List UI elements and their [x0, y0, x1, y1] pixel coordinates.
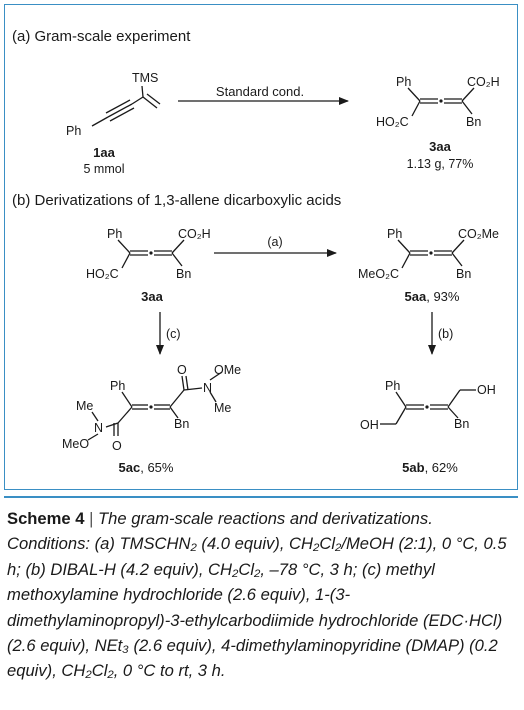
enyne-1aa-structure: [91, 85, 161, 127]
label-ome-5ac: OMe: [214, 363, 241, 377]
label-bn-5ac: Bn: [174, 417, 189, 431]
reaction-scheme: TMS Ph 1aa 5 mmol Standard cond. Ph CO₂H…: [62, 71, 500, 475]
label-ph-1aa: Ph: [66, 124, 81, 138]
compound-5ab-caption: 5ab, 62%: [402, 460, 458, 475]
compound-id-3aa-b: 3aa: [141, 289, 163, 304]
yield-3aa: 1.13 g, 77%: [407, 157, 474, 171]
panel-a-label: (a) Gram-scale experiment: [12, 28, 191, 45]
arrow-label-c: (c): [166, 327, 181, 341]
label-meo2c-5aa: MeO₂C: [358, 267, 399, 281]
caption-title: The gram-scale reactions and derivatizat…: [98, 509, 433, 528]
compound-id-1aa: 1aa: [93, 145, 115, 160]
arrow-label-b: (b): [438, 327, 453, 341]
label-me-left-5ac: Me: [76, 399, 93, 413]
compound-5aa-caption: 5aa, 93%: [405, 289, 460, 304]
label-me-right-5ac: Me: [214, 401, 231, 415]
label-ph-3aa-b: Ph: [107, 227, 122, 241]
label-o-bottom-5ac: O: [112, 439, 122, 453]
label-bn-5ab: Bn: [454, 417, 469, 431]
label-oh-left-5ab: OH: [360, 418, 379, 432]
yield-5ab: , 62%: [425, 460, 459, 475]
label-oh-right-5ab: OH: [477, 383, 496, 397]
label-ph-5ac: Ph: [110, 379, 125, 393]
allene-5aa-structure: [397, 239, 465, 269]
label-meo-5ac: MeO: [62, 437, 89, 451]
compound-id-5aa: 5aa: [405, 289, 427, 304]
label-ho2c-3aa-b: HO₂C: [86, 267, 119, 281]
bis-weinreb-amide-5ac-structure: [87, 371, 223, 441]
label-ho2c-3aa: HO₂C: [376, 115, 409, 129]
label-n-right-5ac: N: [203, 381, 212, 395]
compound-id-5ac: 5ac: [119, 460, 141, 475]
compound-id-3aa: 3aa: [429, 139, 451, 154]
arrow-label-a: (a): [267, 235, 282, 249]
label-co2me-5aa: CO₂Me: [458, 227, 499, 241]
compound-id-5ab: 5ab: [402, 460, 424, 475]
caption-divider: [4, 496, 518, 498]
compound-5ac-caption: 5ac, 65%: [119, 460, 174, 475]
allene-3aa-b-structure: [117, 239, 185, 269]
label-bn-3aa: Bn: [466, 115, 481, 129]
condition-standard: Standard cond.: [216, 84, 304, 99]
scheme-caption: Scheme 4 | The gram-scale reactions and …: [7, 506, 519, 684]
label-co2h-3aa-b: CO₂H: [178, 227, 211, 241]
caption-separator: |: [84, 509, 99, 528]
label-bn-3aa-b: Bn: [176, 267, 191, 281]
caption-scheme-label: Scheme 4: [7, 509, 85, 528]
label-ph-5aa: Ph: [387, 227, 402, 241]
label-ph-3aa: Ph: [396, 75, 411, 89]
label-co2h-3aa: CO₂H: [467, 75, 500, 89]
allene-dots: [149, 99, 443, 409]
caption-conditions: Conditions: (a) TMSCHN₂ (4.0 equiv), CH₂…: [7, 534, 507, 681]
label-bn-5aa: Bn: [456, 267, 471, 281]
allene-diol-5ab-structure: [380, 389, 476, 425]
yield-5ac: , 65%: [140, 460, 174, 475]
label-ph-5ab: Ph: [385, 379, 400, 393]
scheme-frame: [4, 4, 518, 490]
panel-b-label: (b) Derivatizations of 1,3-allene dicarb…: [12, 192, 342, 209]
label-tms: TMS: [132, 71, 158, 85]
allene-3aa-structure: [407, 87, 475, 117]
label-o-top-5ac: O: [177, 363, 187, 377]
amount-1aa: 5 mmol: [84, 162, 125, 176]
yield-5aa: , 93%: [426, 289, 460, 304]
label-n-left-5ac: N: [94, 421, 103, 435]
